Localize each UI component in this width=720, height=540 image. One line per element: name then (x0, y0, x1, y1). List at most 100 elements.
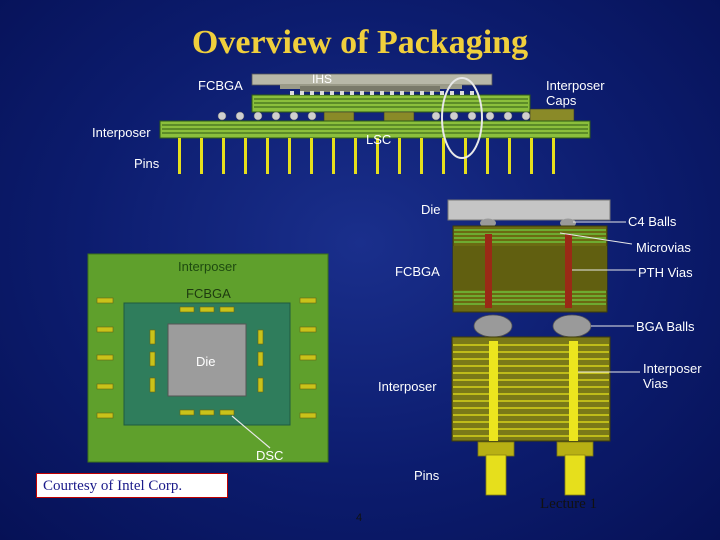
bga-ball (271, 111, 281, 121)
label-pins-top: Pins (134, 156, 160, 171)
c4-bump (300, 91, 304, 95)
pin (398, 138, 401, 174)
pin-pad (556, 441, 594, 457)
label-dsc: DSC (256, 448, 284, 463)
pin (332, 138, 335, 174)
lecture-label: Lecture 1 (540, 496, 598, 512)
pin (222, 138, 225, 174)
c4-bump (420, 91, 424, 95)
bga-ball (307, 111, 317, 121)
bga-ball (503, 111, 513, 121)
label-fcbga-top: FCBGA (198, 78, 243, 93)
c4-bump (440, 91, 444, 95)
bga-ball (235, 111, 245, 121)
credit-box: Courtesy of Intel Corp. (36, 473, 228, 498)
dsc-capacitor (199, 409, 215, 416)
pin (442, 138, 445, 174)
detail-pin (485, 454, 507, 496)
c4-bump (290, 91, 294, 95)
lsc-capacitor (299, 354, 317, 361)
label-interposer-caps: Interposer Caps (546, 78, 605, 108)
c4-bump (380, 91, 384, 95)
slide-title: Overview of Packaging (191, 24, 529, 61)
pin (200, 138, 203, 174)
label-ihs: IHS (312, 72, 333, 86)
dsc-capacitor (219, 409, 235, 416)
pin (266, 138, 269, 174)
bga-ball (449, 111, 459, 121)
c4-bump (410, 91, 414, 95)
pth-via (485, 234, 492, 308)
pth-via (565, 234, 572, 308)
bga-ball (217, 111, 227, 121)
interposer-cap (529, 108, 575, 122)
top-cross-section (159, 73, 591, 174)
label-microvias: Microvias (636, 240, 691, 255)
label-interposer-top: Interposer (92, 125, 151, 140)
pin (530, 138, 533, 174)
c4-bump (390, 91, 394, 95)
lsc-capacitor (96, 326, 114, 333)
label-bga-balls: BGA Balls (636, 319, 695, 334)
top-view (87, 253, 329, 463)
bga-ball (473, 314, 513, 338)
label-interposer-tv: Interposer (178, 259, 237, 274)
label-pth-vias: PTH Vias (638, 265, 693, 280)
c4-bump (470, 91, 474, 95)
pin (178, 138, 181, 174)
bga-ball (431, 111, 441, 121)
pin (508, 138, 511, 174)
pin (552, 138, 555, 174)
pin (310, 138, 313, 174)
bga-ball (552, 314, 592, 338)
c4-bump (400, 91, 404, 95)
pin (354, 138, 357, 174)
bga-ball (467, 111, 477, 121)
detail-die (447, 199, 611, 221)
c4-ball (480, 218, 496, 228)
c4-bump (330, 91, 334, 95)
top-die (300, 86, 440, 92)
label-lsc: LSC (366, 132, 392, 147)
pin (420, 138, 423, 174)
lsc-capacitor (96, 412, 114, 419)
detail-pin (564, 454, 586, 496)
dsc-capacitor (219, 306, 235, 313)
lsc-capacitor (299, 412, 317, 419)
microvias-leader (559, 232, 633, 245)
label-die-detail: Die (421, 202, 441, 217)
c4-bump (310, 91, 314, 95)
label-interposer-detail: Interposer (378, 379, 437, 394)
detail-section (447, 199, 640, 496)
page-number: 4 (356, 512, 363, 524)
interposer-caps-highlight (441, 77, 483, 159)
pin (288, 138, 291, 174)
bga-ball (253, 111, 263, 121)
c4-bump (350, 91, 354, 95)
dsc-capacitor (199, 306, 215, 313)
dsc-leader (231, 415, 271, 449)
lsc-capacitor (96, 297, 114, 304)
bga-ball (521, 111, 531, 121)
pin (464, 138, 467, 174)
dsc-capacitor (149, 351, 156, 367)
lsc-capacitor (299, 297, 317, 304)
bga-ball (485, 111, 495, 121)
bga-ball (289, 111, 299, 121)
detail-interposer (451, 336, 611, 442)
c4-bump (320, 91, 324, 95)
lsc-capacitor (96, 354, 114, 361)
label-c4-balls: C4 Balls (628, 214, 677, 229)
dsc-capacitor (149, 329, 156, 345)
pin (244, 138, 247, 174)
label-pins-detail: Pins (414, 468, 440, 483)
lsc-capacitor (299, 383, 317, 390)
interposer-via (489, 341, 498, 441)
dsc-capacitor (257, 329, 264, 345)
dsc-capacitor (149, 377, 156, 393)
lsc-capacitor (96, 383, 114, 390)
c4-bump (370, 91, 374, 95)
interposer-via (569, 341, 578, 441)
dsc-capacitor (179, 306, 195, 313)
